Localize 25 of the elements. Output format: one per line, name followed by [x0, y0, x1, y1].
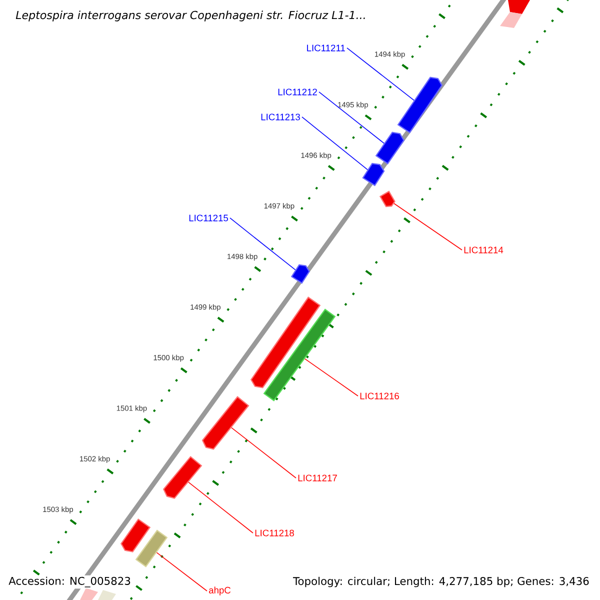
- leader-line: [156, 552, 208, 592]
- gene-label: LIC11213: [261, 114, 300, 120]
- leader-line: [346, 48, 414, 101]
- gene-block: [202, 396, 250, 450]
- gene-label: ahpC: [209, 586, 231, 596]
- gene-block: [379, 190, 396, 208]
- genome-info-text: Topology: circular; Length: 4,277,185 bp; Genes: 3,436: [292, 576, 591, 588]
- leader-line: [230, 218, 296, 270]
- gene-label: LIC11217: [298, 474, 337, 482]
- gene-label: LIC11215: [189, 214, 228, 222]
- gene-label: LIC11214: [464, 246, 504, 254]
- accession-text: Accession: NC_005823: [7, 575, 132, 589]
- gene-block: [362, 162, 385, 186]
- leader-line: [304, 358, 358, 396]
- gene-label: LIC11216: [360, 392, 399, 400]
- leader-line: [302, 116, 368, 170]
- leader-line: [394, 203, 462, 250]
- title: Leptospira interrogans serovar Copenhageni str. Fiocruz L1-1...: [16, 10, 365, 22]
- gene-label: LIC11212: [278, 88, 317, 96]
- gene-block: [120, 518, 151, 552]
- leader-line: [318, 92, 384, 144]
- leader-line: [231, 427, 296, 478]
- leader-line: [188, 482, 254, 534]
- gene-label: LIC11218: [255, 530, 294, 536]
- gene-label: LIC11211: [307, 44, 345, 52]
